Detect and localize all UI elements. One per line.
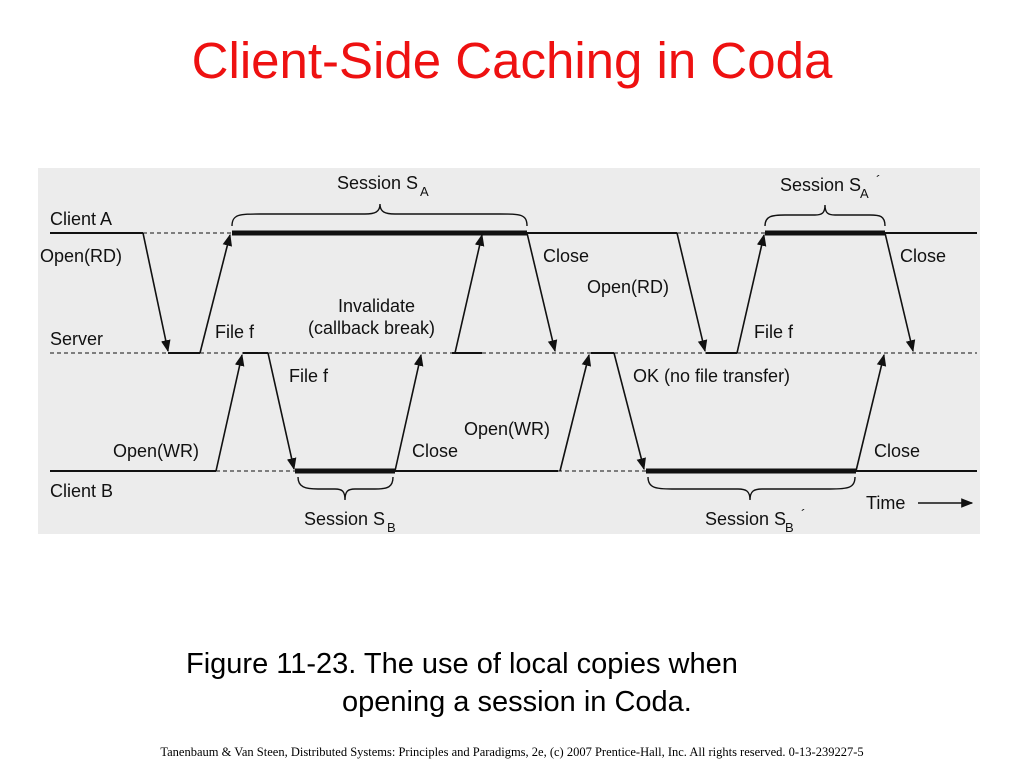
arrow-open-rd-2 bbox=[676, 232, 708, 353]
label-ok-no-transfer: OK (no file transfer) bbox=[633, 366, 790, 386]
lane-label-client-b: Client B bbox=[50, 481, 113, 501]
label-file-f-b1: File f bbox=[289, 366, 329, 386]
label-file-f-a2: File f bbox=[754, 322, 794, 342]
arrow-ok-no-transfer bbox=[613, 352, 646, 471]
lane-label-client-a: Client A bbox=[50, 209, 112, 229]
label-open-rd-1: Open(RD) bbox=[40, 246, 122, 266]
lane-label-server: Server bbox=[50, 329, 103, 349]
label-open-wr-1: Open(WR) bbox=[113, 441, 199, 461]
label-time: Time bbox=[866, 493, 905, 513]
label-callback-break: (callback break) bbox=[308, 318, 435, 338]
arrow-file-f-a1 bbox=[199, 233, 232, 354]
label-open-rd-2: Open(RD) bbox=[587, 277, 669, 297]
arrow-file-f-b1 bbox=[267, 352, 297, 471]
label-close-a1: Close bbox=[543, 246, 589, 266]
arrow-close-a2 bbox=[884, 232, 916, 353]
session-label-sb-prime: Session SB bbox=[705, 509, 794, 535]
label-open-wr-2: Open(WR) bbox=[464, 419, 550, 439]
session-label-sa-prime: Session SA bbox=[780, 175, 869, 201]
brace-session-sb-prime bbox=[647, 476, 856, 501]
copyright-footer: Tanenbaum & Van Steen, Distributed Syste… bbox=[160, 745, 864, 759]
brace-session-sa bbox=[231, 203, 528, 227]
slide-title: Client-Side Caching in Coda bbox=[191, 32, 833, 89]
arrow-invalidate bbox=[454, 233, 485, 354]
label-close-b1: Close bbox=[412, 441, 458, 461]
brace-session-sb bbox=[297, 476, 394, 501]
brace-session-sa-prime bbox=[764, 204, 886, 227]
arrow-open-wr-1 bbox=[215, 353, 245, 472]
caption-line-1: Figure 11-23. The use of local copies wh… bbox=[186, 648, 738, 680]
arrow-close-b2 bbox=[855, 353, 887, 472]
label-invalidate: Invalidate bbox=[338, 296, 415, 316]
label-close-a2: Close bbox=[900, 246, 946, 266]
caption-line-2: opening a session in Coda. bbox=[342, 685, 692, 718]
arrow-close-b1 bbox=[394, 353, 424, 472]
arrow-close-a1 bbox=[526, 232, 558, 353]
arrow-open-wr-2 bbox=[559, 353, 592, 472]
label-file-f-a1: File f bbox=[215, 322, 255, 342]
prime-mark-sa: ´ bbox=[876, 172, 881, 188]
arrow-open-rd-1 bbox=[142, 232, 171, 353]
arrow-file-f-a2 bbox=[736, 233, 767, 354]
prime-mark-sb: ´ bbox=[801, 506, 806, 522]
figure-caption: Figure 11-23. The use of local copies wh… bbox=[186, 646, 886, 721]
label-close-b2: Close bbox=[874, 441, 920, 461]
